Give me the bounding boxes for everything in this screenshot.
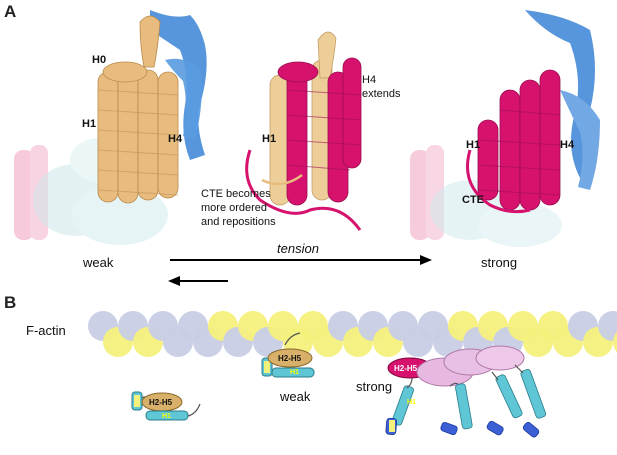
actin-monomer-top [598,311,617,341]
weak-structure [14,10,207,245]
weak-bound-protein [261,332,315,378]
f-actin-filament [88,311,617,357]
panel-b-strong-label: strong [356,379,393,394]
tension-label: tension [277,241,319,256]
strong-structure [410,10,600,247]
middle-h4-label-line1: H4 [362,74,377,86]
factin-label: F-actin [26,323,66,338]
middle-structure [245,31,362,231]
panel-b-letter: B [4,293,17,312]
tension-arrow-left [168,276,228,286]
free-h1-label: H1 [162,413,171,420]
panel-a-weak-label: weak [83,255,114,270]
cte-note-line2: more ordered [201,202,268,214]
panel-a-letter: A [4,2,17,21]
cte-note-line1: CTE becomes [201,188,271,200]
actin-monomer-bottom [613,331,617,353]
strong-bound-proteins [385,345,547,438]
middle-h4-label-line2: extends [362,88,401,100]
strong-h1-label-b: H1 [407,399,416,406]
weak-wheat-helices [97,15,179,204]
panel-a-strong-label: strong [481,255,518,270]
weak-h4-label: H4 [168,133,183,145]
weak-h1-label: H1 [82,118,97,130]
strong-domain-label: H2-H5 [394,364,418,373]
cte-note-line3: and repositions [201,216,276,228]
middle-h1-label: H1 [262,133,277,145]
bound-weak-h1-label: H1 [290,369,299,376]
bound-weak-domain-label: H2-H5 [278,354,302,363]
weak-h0-label: H0 [92,54,107,66]
strong-h1-label: H1 [466,139,481,151]
strong-cte-label: CTE [462,194,484,206]
tension-arrow-right [170,255,432,265]
panel-b-weak-label: weak [280,389,311,404]
left-pale-helices [33,138,168,245]
strong-h4-label: H4 [560,139,575,151]
free-domain-label: H2-H5 [149,398,173,407]
weak-helix-stripes [97,89,179,196]
free-protein [131,391,201,421]
weak-blue-helices [150,10,207,160]
